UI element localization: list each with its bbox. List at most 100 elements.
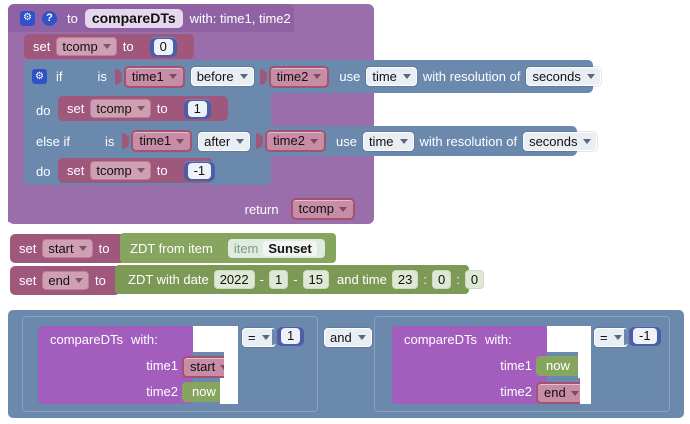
variable-name: tcomp <box>96 101 132 116</box>
zdt-from-item-block[interactable]: ZDT from item item Sunset <box>120 233 336 263</box>
call-right-gap-3 <box>580 378 591 404</box>
zdt-with-date-block[interactable]: ZDT with date 2022 - 1 - 15 and time 23 … <box>115 265 485 294</box>
set-tcomp-init-block[interactable]: set tcomp to 0 <box>24 34 194 59</box>
right-operand-time2[interactable]: time2 <box>265 130 326 152</box>
variable-name: start <box>48 241 74 256</box>
set-tcomp-2-block[interactable]: set tcomp to -1 <box>58 158 216 183</box>
minute-field[interactable]: 0 <box>431 270 452 289</box>
item-value[interactable]: Sunset <box>263 240 317 256</box>
date-separator-2: - <box>293 272 298 287</box>
value-socket <box>139 38 147 55</box>
return-variable-tcomp[interactable]: tcomp <box>290 198 355 220</box>
number-block-1[interactable]: 1 <box>183 98 211 119</box>
condition-socket <box>74 68 82 85</box>
month-field[interactable]: 1 <box>268 270 289 289</box>
use-type-dropdown[interactable]: time <box>362 131 414 151</box>
comparator-label: = <box>600 330 608 345</box>
call-right-param2-row: time2 <box>392 378 547 404</box>
chevron-down-icon <box>313 74 322 79</box>
and-operator-dropdown[interactable]: and <box>324 328 372 347</box>
param2-label: time2 <box>146 383 178 399</box>
chevron-down-icon <box>586 74 595 79</box>
call-right-gap <box>547 326 591 352</box>
chevron-down-icon <box>339 206 347 212</box>
else-if-condition-row[interactable]: else if is time1 after time2 use time wi… <box>24 126 598 156</box>
gear-icon[interactable]: ⚙ <box>32 69 47 84</box>
call-compareDTs-left[interactable] <box>38 326 193 404</box>
call-left-gap <box>193 326 238 352</box>
use-type-dropdown[interactable]: time <box>366 67 417 86</box>
left-operand-time1[interactable]: time1 <box>123 65 185 88</box>
param1-value-start[interactable]: start <box>182 356 237 378</box>
and-group-left-plug <box>8 322 19 339</box>
number-value[interactable]: 1 <box>281 328 301 344</box>
variable-dropdown-tcomp[interactable]: tcomp <box>90 99 151 118</box>
value-socket <box>173 162 181 179</box>
time-separator-1: : <box>423 272 427 287</box>
is-label: is <box>97 69 107 84</box>
datetime-now-label: now <box>546 358 570 373</box>
number-block-0[interactable]: 0 <box>149 36 177 57</box>
chevron-down-icon <box>136 168 145 173</box>
variable-name: end <box>48 273 71 288</box>
item-block[interactable]: item Sunset <box>227 238 325 258</box>
second-field[interactable]: 0 <box>464 270 485 289</box>
param1-label: time1 <box>500 357 532 373</box>
number-value[interactable]: -1 <box>187 162 212 179</box>
left-operand-socket <box>122 133 130 149</box>
comparison-operator-dropdown[interactable]: after <box>198 131 251 151</box>
right-comparator-dropdown[interactable]: = <box>594 328 628 347</box>
number-block-neg1[interactable]: -1 <box>183 160 216 181</box>
variable-dropdown-tcomp[interactable]: tcomp <box>56 37 117 56</box>
left-comparator-dropdown[interactable]: = <box>242 328 276 347</box>
call-name-label: compareDTs <box>50 331 123 347</box>
chevron-down-icon <box>136 106 145 111</box>
item-socket <box>218 240 226 256</box>
if-condition-row[interactable]: ⚙ if is time1 before time2 use time with… <box>24 60 601 93</box>
right-operand-time2[interactable]: time2 <box>268 65 330 88</box>
variable-name: end <box>544 385 566 400</box>
year-field[interactable]: 2022 <box>213 270 255 289</box>
gear-icon[interactable]: ⚙ <box>20 10 35 26</box>
call-left-gap-3 <box>220 378 238 404</box>
procedure-name-field[interactable]: compareDTs <box>84 8 183 28</box>
if-do-row-1: do <box>24 95 271 125</box>
resolution-dropdown[interactable]: seconds <box>526 67 601 86</box>
set-start-block[interactable]: set start to <box>10 234 126 263</box>
resolution-label: with resolution of <box>419 133 518 149</box>
resolution-label-value: seconds <box>529 133 578 149</box>
hour-field[interactable]: 23 <box>391 270 419 289</box>
number-value[interactable]: 1 <box>187 100 207 117</box>
set-tcomp-1-block[interactable]: set tcomp to 1 <box>58 96 228 121</box>
date-separator-1: - <box>259 272 264 287</box>
variable-dropdown-start[interactable]: start <box>42 239 93 258</box>
help-icon[interactable]: ? <box>42 10 57 26</box>
call-compareDTs-right[interactable] <box>392 326 547 404</box>
to-label: to <box>156 101 168 116</box>
param1-value-now[interactable]: now <box>536 356 580 376</box>
resolution-label-value: seconds <box>532 69 581 84</box>
day-field[interactable]: 15 <box>302 270 329 289</box>
chevron-down-icon <box>402 74 411 79</box>
number-value[interactable]: 0 <box>153 38 173 55</box>
use-label: use <box>335 133 357 149</box>
param2-value-end[interactable]: end <box>536 382 587 404</box>
variable-dropdown-tcomp[interactable]: tcomp <box>90 161 151 180</box>
chevron-down-icon <box>357 335 366 340</box>
operand-label: time1 <box>139 133 172 148</box>
variable-dropdown-end[interactable]: end <box>42 271 90 290</box>
right-compare-number[interactable]: -1 <box>629 326 661 346</box>
left-compare-number[interactable]: 1 <box>277 326 305 346</box>
to-label: to <box>122 39 134 54</box>
left-operand-time1[interactable]: time1 <box>131 130 193 152</box>
zdt-from-item-label: ZDT from item <box>130 240 213 256</box>
set-end-block[interactable]: set end to <box>10 266 120 295</box>
comparison-operator-dropdown[interactable]: before <box>190 67 254 86</box>
return-row[interactable]: return tcomp <box>8 196 359 222</box>
resolution-dropdown[interactable]: seconds <box>523 131 598 151</box>
number-value[interactable]: -1 <box>633 328 657 344</box>
procedure-header[interactable]: ⚙ ? to compareDTs with: time1, time2 <box>8 4 294 32</box>
chevron-down-icon <box>236 138 245 144</box>
param2-value-now[interactable]: now <box>182 382 226 402</box>
call-name-label: compareDTs <box>404 331 477 347</box>
